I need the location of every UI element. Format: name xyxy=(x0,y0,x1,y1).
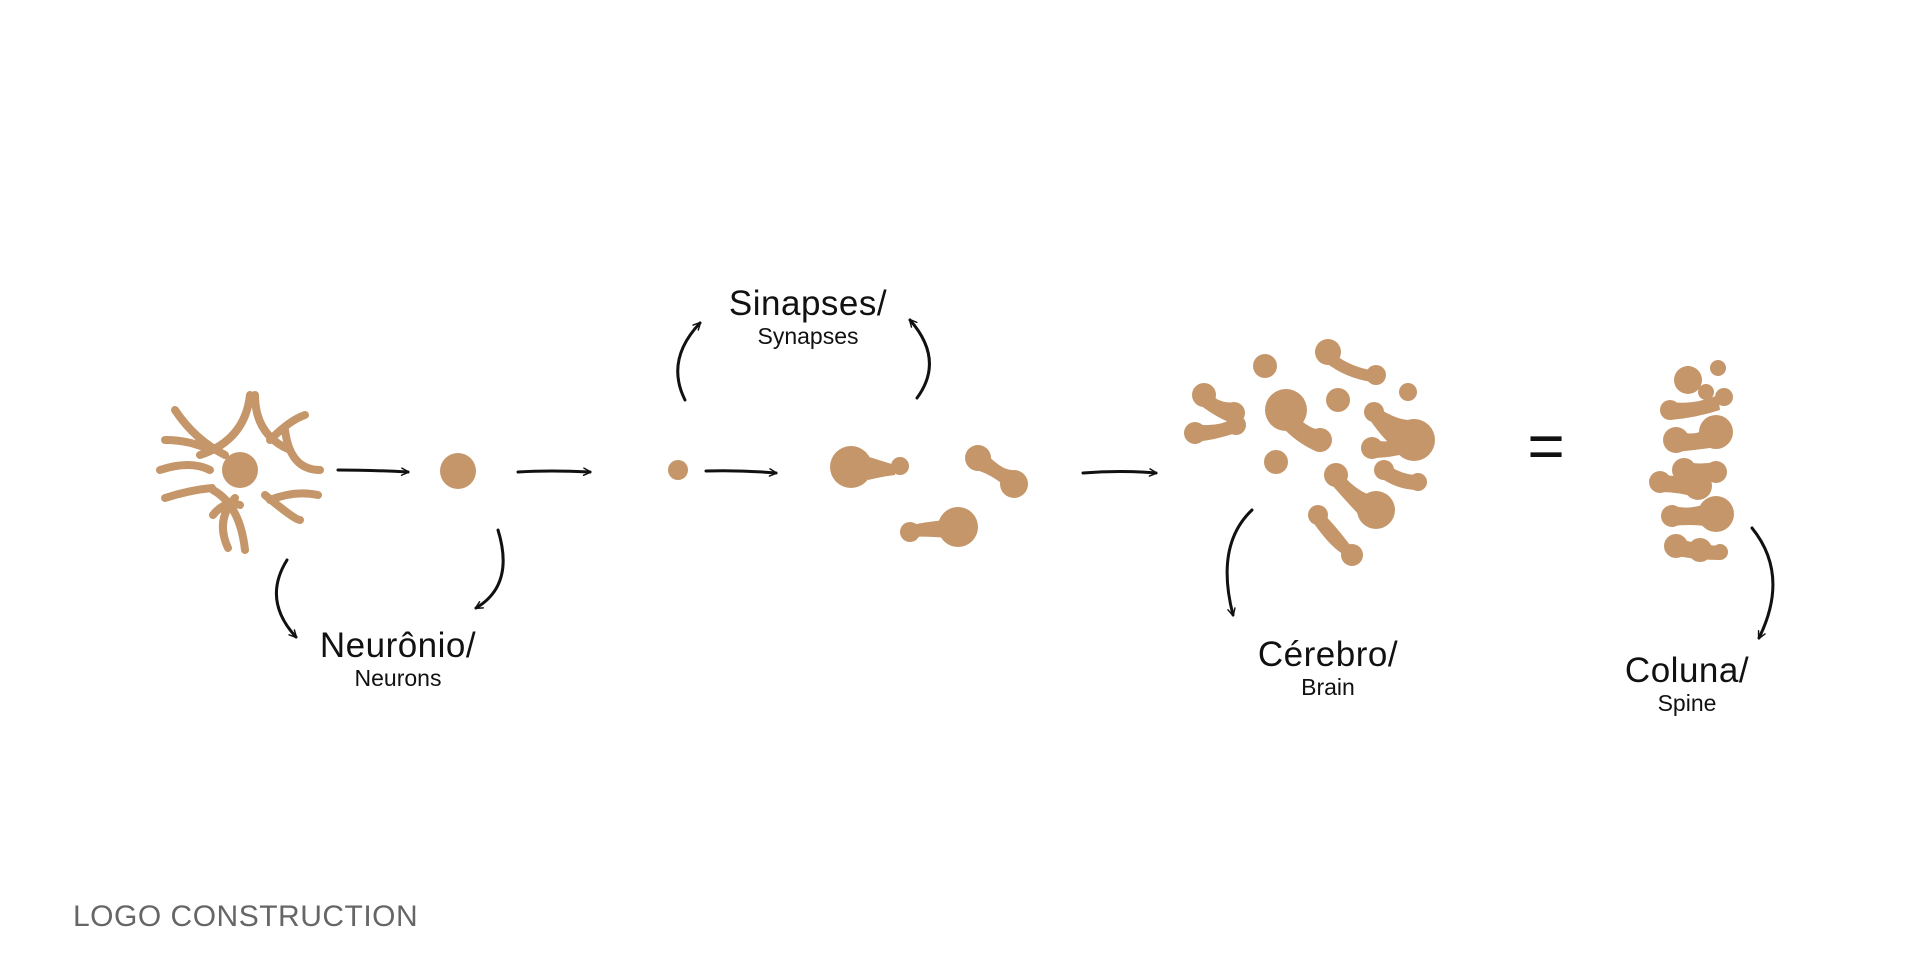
equals-sign: = xyxy=(1527,410,1564,482)
brain-shapes xyxy=(1184,339,1435,566)
label-neurons: Neurônio/ Neurons xyxy=(298,626,498,692)
label-brain-main: Cérebro/ xyxy=(1257,635,1399,674)
synapse-shapes xyxy=(668,445,1028,547)
label-spine-main: Coluna/ xyxy=(1624,651,1750,690)
label-spine: Coluna/ Spine xyxy=(1587,651,1787,717)
spine-shapes xyxy=(1649,360,1734,562)
label-synapses: Sinapses/ Synapses xyxy=(708,284,908,350)
neuron-dot xyxy=(440,453,476,489)
flow-arrows xyxy=(336,467,1158,477)
label-brain-sub: Brain xyxy=(1301,673,1355,700)
label-spine-sub: Spine xyxy=(1657,689,1717,716)
label-neurons-sub: Neurons xyxy=(354,664,442,691)
label-synapses-sub: Synapses xyxy=(757,322,859,349)
label-brain: Cérebro/ Brain xyxy=(1228,635,1428,701)
footer-label: LOGO CONSTRUCTION xyxy=(73,900,419,933)
label-neurons-main: Neurônio/ xyxy=(319,626,477,665)
neuron-symbol xyxy=(156,391,324,554)
label-synapses-main: Sinapses/ xyxy=(728,284,888,323)
curved-arrows xyxy=(274,318,1775,640)
